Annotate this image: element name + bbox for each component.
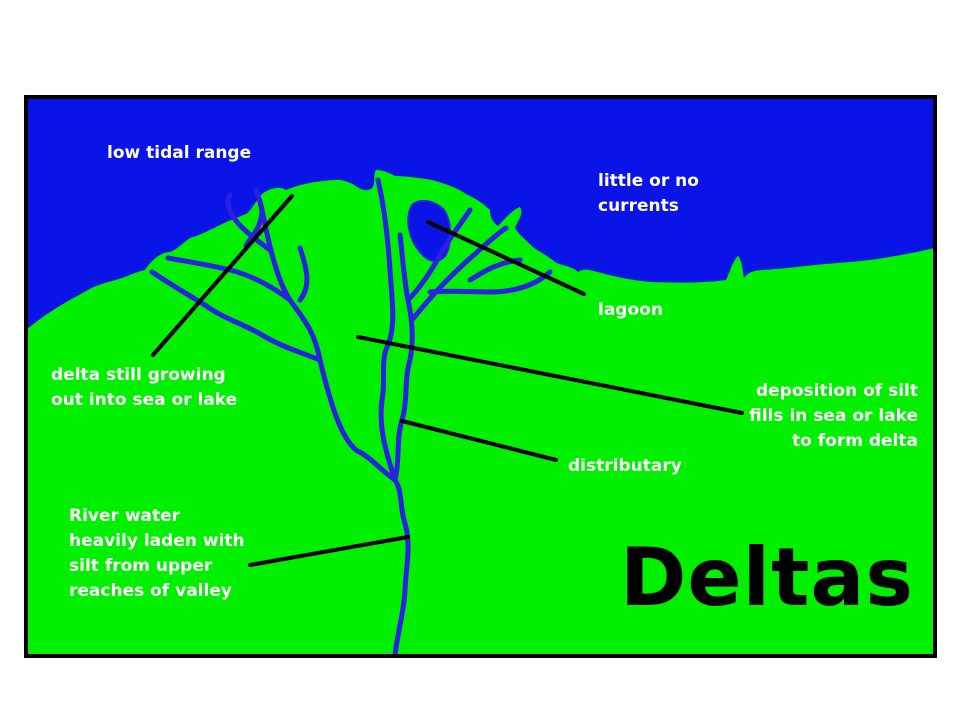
label-river-water-line4: reaches of valley [69, 581, 232, 601]
diagram-title: Deltas [620, 531, 914, 624]
label-river-water-line2: heavily laden with [69, 531, 245, 551]
distributary-left-branch-a [149, 269, 323, 363]
distributary-right-lower [427, 269, 553, 295]
pointer-river-water [248, 535, 410, 567]
distributary-right-upper [405, 207, 473, 303]
distributary-mid-branch [297, 245, 310, 303]
pointer-lines [151, 194, 744, 567]
lagoon-water [407, 199, 452, 262]
pointer-distributary [400, 419, 558, 462]
label-river-water: River water heavily laden with silt from… [69, 504, 245, 604]
label-distributary: distributary [568, 456, 682, 476]
distributary-left-branch-c [225, 192, 273, 253]
distributary-right-arm [409, 225, 509, 323]
label-deposition-line3: to form delta [792, 431, 918, 451]
label-deposition: deposition of silt fills in sea or lake … [749, 379, 918, 454]
distributary-left-branch-b [165, 255, 293, 303]
river-network [149, 177, 553, 658]
label-lagoon: lagoon [598, 300, 663, 320]
label-delta-growing-line1: delta still growing [51, 365, 226, 385]
distributary-right [392, 232, 415, 483]
label-deposition-line2: fills in sea or lake [749, 406, 918, 426]
pointer-lagoon [426, 220, 586, 296]
pointer-delta-growing [151, 194, 294, 357]
pointer-deposition [356, 335, 744, 415]
label-little-currents: little or no currents [598, 169, 699, 219]
label-delta-growing-line2: out into sea or lake [51, 390, 238, 410]
label-river-water-line1: River water [69, 506, 181, 526]
label-river-water-line3: silt from upper [69, 556, 213, 576]
distributary-left-branch-d [243, 207, 265, 249]
label-low-tidal-range: low tidal range [107, 143, 252, 163]
label-deposition-line1: deposition of silt [755, 381, 918, 401]
diagram-frame [24, 95, 937, 658]
main-river [392, 477, 411, 658]
sea-area [26, 97, 935, 330]
label-delta-growing: delta still growing out into sea or lake [51, 363, 237, 413]
label-little-currents-line1: little or no [598, 171, 699, 191]
label-little-currents-line2: currents [598, 196, 679, 216]
